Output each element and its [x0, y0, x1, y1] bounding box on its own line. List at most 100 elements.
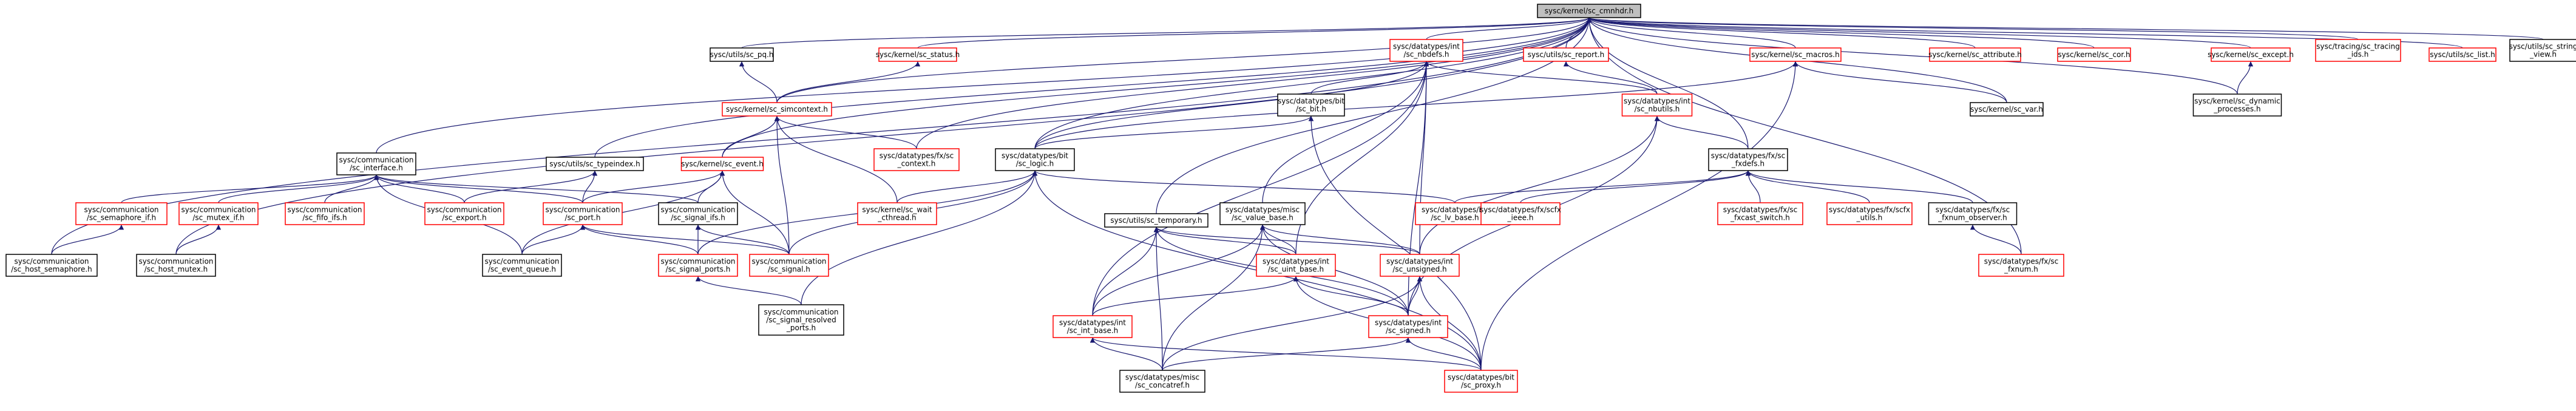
node-box: [658, 254, 738, 277]
node-sc-event-queue[interactable]: sysc/communication/sc_event_queue.h: [482, 254, 562, 277]
node-sc-nbutils[interactable]: sysc/datatypes/int/sc_nbutils.h: [1621, 93, 1693, 117]
edge-sc_int_base-to-sc_uint_base: [1092, 276, 1299, 316]
node-label: _fxnum.h: [2004, 265, 2038, 274]
node-label: sysc/datatypes/bit: [1448, 373, 1514, 382]
node-sc-export[interactable]: sysc/communication/sc_export.h: [424, 202, 504, 225]
node-label: /sc_signal_ports.h: [666, 265, 731, 274]
node-sc-var[interactable]: sysc/kernel/sc_var.h: [1970, 102, 2044, 117]
node-label: /sc_unsigned.h: [1392, 265, 1446, 274]
node-sc-fifo-ifs[interactable]: sysc/communication/sc_fifo_ifs.h: [285, 202, 365, 225]
node-sc-simcontext[interactable]: sysc/kernel/sc_simcontext.h: [722, 102, 832, 117]
node-sc-semaphore-if[interactable]: sysc/communication/sc_semaphore_if.h: [75, 202, 168, 225]
node-sc-list[interactable]: sysc/utils/sc_list.h: [2429, 47, 2496, 62]
node-sc-fxcast-switch[interactable]: sysc/datatypes/fx/sc_fxcast_switch.h: [1717, 202, 1803, 225]
node-sc-uint-base[interactable]: sysc/datatypes/int/sc_uint_base.h: [1256, 254, 1336, 277]
edge-sc_host_semaphore-to-sc_semaphore_if: [51, 224, 124, 255]
node-label: sysc/kernel/sc_wait: [862, 206, 932, 214]
node-sc-signal-ifs[interactable]: sysc/communication/sc_signal_ifs.h: [658, 202, 738, 225]
node-label: sysc/kernel/sc_status.h: [876, 50, 960, 59]
node-sc-macros[interactable]: sysc/kernel/sc_macros.h: [1749, 47, 1842, 62]
node-sc-int-base[interactable]: sysc/datatypes/int/sc_int_base.h: [1052, 315, 1133, 338]
node-box: [2429, 47, 2496, 62]
node-scfx-utils[interactable]: sysc/datatypes/fx/scfx_utils.h: [1826, 202, 1913, 225]
node-sc-nbdefs[interactable]: sysc/datatypes/int/sc_nbdefs.h: [1389, 39, 1463, 62]
node-sc-signal-resolved-ports[interactable]: sysc/communication/sc_signal_resolved_po…: [758, 304, 844, 336]
edge-sc_lv_base-to-sc_fxdefs: [1454, 170, 1751, 203]
edge-sc_proxy-to-sc_bit: [1308, 115, 1482, 371]
edge-sc_signed-to-sc_nbdefs: [1408, 61, 1429, 316]
node-sc-unsigned[interactable]: sysc/datatypes/int/sc_unsigned.h: [1380, 254, 1460, 277]
node-sc-proxy[interactable]: sysc/datatypes/bit/sc_proxy.h: [1444, 370, 1518, 393]
node-box: [658, 202, 738, 225]
node-sc-value-base[interactable]: sysc/datatypes/misc/sc_value_base.h: [1219, 202, 1306, 225]
node-sc-bit[interactable]: sysc/datatypes/bit/sc_bit.h: [1277, 93, 1345, 117]
node-sc-host-mutex[interactable]: sysc/communication/sc_host_mutex.h: [136, 254, 216, 277]
node-sc-interface[interactable]: sysc/communication/sc_interface.h: [336, 152, 416, 175]
node-label: sysc/kernel/sc_event.h: [681, 160, 764, 168]
edge-sc_context-to-sc_simcontext: [774, 115, 917, 149]
edge-sc_concatref-to-sc_unsigned: [1162, 276, 1423, 371]
node-sc-concatref[interactable]: sysc/datatypes/misc/sc_concatref.h: [1119, 370, 1205, 393]
node-label: /sc_host_semaphore.h: [11, 265, 92, 274]
node-label: /sc_fifo_ifs.h: [302, 214, 347, 222]
node-sc-typeindex[interactable]: sysc/utils/sc_typeindex.h: [546, 157, 644, 171]
edge-sc_nbdefs-to-sc_cmnhdr: [1426, 17, 1592, 40]
node-box: [1717, 202, 1803, 225]
node-sc-signal-ports[interactable]: sysc/communication/sc_signal_ports.h: [658, 254, 738, 277]
node-label: sysc/utils/sc_list.h: [2430, 50, 2495, 59]
node-label: /sc_bit.h: [1296, 105, 1326, 114]
edge-sc_unsigned-to-sc_nbdefs: [1419, 61, 1429, 255]
edge-sc_attribute-to-sc_cmnhdr: [1587, 17, 1976, 49]
node-label: /sc_port.h: [565, 214, 601, 222]
node-label: _ieee.h: [1507, 214, 1534, 222]
node-sc-host-semaphore[interactable]: sysc/communication/sc_host_semaphore.h: [5, 254, 98, 277]
node-sc-wait-cthread[interactable]: sysc/kernel/sc_wait_cthread.h: [857, 202, 937, 225]
edge-sc_fxnum_observer-to-sc_fxdefs: [1745, 170, 1973, 203]
node-sc-temporary[interactable]: sysc/utils/sc_temporary.h: [1104, 213, 1208, 228]
node-sc-port[interactable]: sysc/communication/sc_port.h: [543, 202, 623, 225]
node-box: [2057, 47, 2131, 62]
node-sc-status[interactable]: sysc/kernel/sc_status.h: [876, 47, 960, 62]
edge-sc_proxy-to-sc_macros: [1480, 61, 1798, 371]
node-label: /sc_signal_resolved: [766, 316, 836, 324]
node-label: /sc_export.h: [442, 214, 486, 222]
node-sc-tracing-ids[interactable]: sysc/tracing/sc_tracing_ids.h: [2315, 39, 2401, 62]
edge-sc_value_base-to-sc_nbdefs: [1262, 61, 1429, 203]
node-label: sysc/kernel/sc_cmnhdr.h: [1545, 7, 1633, 15]
node-box: [749, 254, 829, 277]
node-sc-cmnhdr[interactable]: sysc/kernel/sc_cmnhdr.h: [1537, 4, 1641, 18]
node-sc-signed[interactable]: sysc/datatypes/int/sc_signed.h: [1368, 315, 1448, 338]
node-sc-dynamic-processes[interactable]: sysc/kernel/sc_dynamic_processes.h: [2192, 93, 2282, 117]
edge-sc_export-to-sc_interface: [373, 174, 465, 203]
edge-layer: [51, 17, 2544, 371]
node-label: sysc/communication: [545, 206, 620, 214]
node-sc-signal[interactable]: sysc/communication/sc_signal.h: [749, 254, 829, 277]
node-sc-event[interactable]: sysc/kernel/sc_event.h: [680, 157, 764, 171]
edge-sc_lv_base-to-sc_logic: [1032, 170, 1456, 203]
edge-sc_fxdefs-to-sc_nbutils: [1654, 115, 1749, 149]
edge-sc_bit-to-sc_nbdefs: [1310, 61, 1429, 95]
node-sc-cor[interactable]: sysc/kernel/sc_cor.h: [2057, 47, 2131, 62]
node-sc-mutex-if[interactable]: sysc/communication/sc_mutex_if.h: [178, 202, 259, 225]
edge-sc_unsigned-to-sc_value_base: [1259, 224, 1420, 255]
edge-sc_signal-to-sc_event: [719, 170, 790, 255]
node-sc-fxnum[interactable]: sysc/datatypes/fx/sc_fxnum.h: [1978, 254, 2064, 277]
edge-sc_temporary-to-sc_cmnhdr: [1156, 17, 1592, 214]
node-layer: sysc/kernel/sc_cmnhdr.h sysc/communicatio…: [5, 4, 2576, 393]
node-box: [1749, 47, 1842, 62]
node-label: /sc_logic.h: [1016, 160, 1054, 168]
node-sc-report[interactable]: sysc/utils/sc_report.h: [1523, 47, 1609, 62]
node-box: [1978, 254, 2064, 277]
node-sc-string-view[interactable]: sysc/utils/sc_string_view.h: [2509, 39, 2576, 62]
node-sc-logic[interactable]: sysc/datatypes/bit/sc_logic.h: [995, 148, 1075, 171]
edge-sc_signal_resolved_ports-to-sc_logic: [801, 170, 1038, 305]
edge-sc_host_mutex-to-sc_cmnhdr: [175, 17, 1592, 255]
node-sc-attribute[interactable]: sysc/kernel/sc_attribute.h: [1928, 47, 2022, 62]
node-sc-fxnum-observer[interactable]: sysc/datatypes/fx/sc_fxnum_observer.h: [1928, 202, 2018, 225]
node-sc-fxdefs[interactable]: sysc/datatypes/fx/sc_fxdefs.h: [1708, 148, 1788, 171]
node-sc-pq[interactable]: sysc/utils/sc_pq.h: [710, 47, 774, 62]
node-sc-ieee[interactable]: sysc/datatypes/fx/scfx_ieee.h: [1480, 202, 1561, 225]
node-sc-context[interactable]: sysc/datatypes/fx/sc_context.h: [873, 148, 960, 171]
node-sc-except[interactable]: sysc/kernel/sc_except.h: [2208, 47, 2294, 62]
node-label: sysc/communication: [764, 308, 838, 316]
